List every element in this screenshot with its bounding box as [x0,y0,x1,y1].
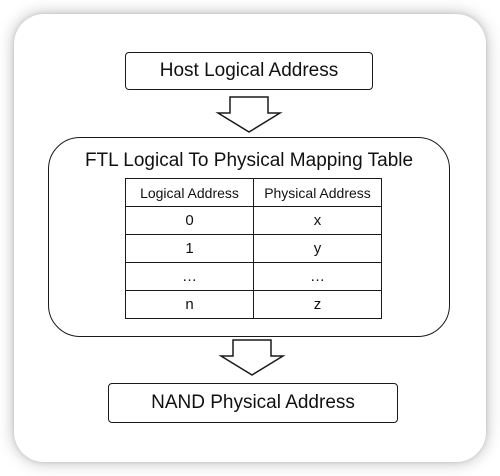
host-logical-address-box: Host Logical Address [125,52,373,90]
nand-physical-address-label: NAND Physical Address [151,392,355,413]
physical-address-cell: z [253,290,382,319]
nand-physical-address-box: NAND Physical Address [108,383,398,423]
table-row: … … [125,262,382,291]
down-arrow-icon [215,96,283,133]
table-row: 0 x [125,206,382,235]
physical-address-cell: … [253,262,382,291]
ftl-mapping-title: FTL Logical To Physical Mapping Table [84,150,414,171]
logical-address-cell: 1 [125,234,254,263]
logical-address-header: Logical Address [125,178,254,207]
mapping-table: Logical Address Physical Address 0 x 1 y… [125,178,382,319]
table-header-row: Logical Address Physical Address [125,178,382,207]
down-arrow-icon [218,339,286,376]
ftl-mapping-box: FTL Logical To Physical Mapping Table Lo… [48,137,450,337]
logical-address-cell: 0 [125,206,254,235]
table-row: 1 y [125,234,382,263]
logical-address-cell: … [125,262,254,291]
logical-address-cell: n [125,290,254,319]
table-row: n z [125,290,382,319]
physical-address-cell: y [253,234,382,263]
host-logical-address-label: Host Logical Address [159,60,339,81]
physical-address-header: Physical Address [253,178,382,207]
physical-address-cell: x [253,206,382,235]
